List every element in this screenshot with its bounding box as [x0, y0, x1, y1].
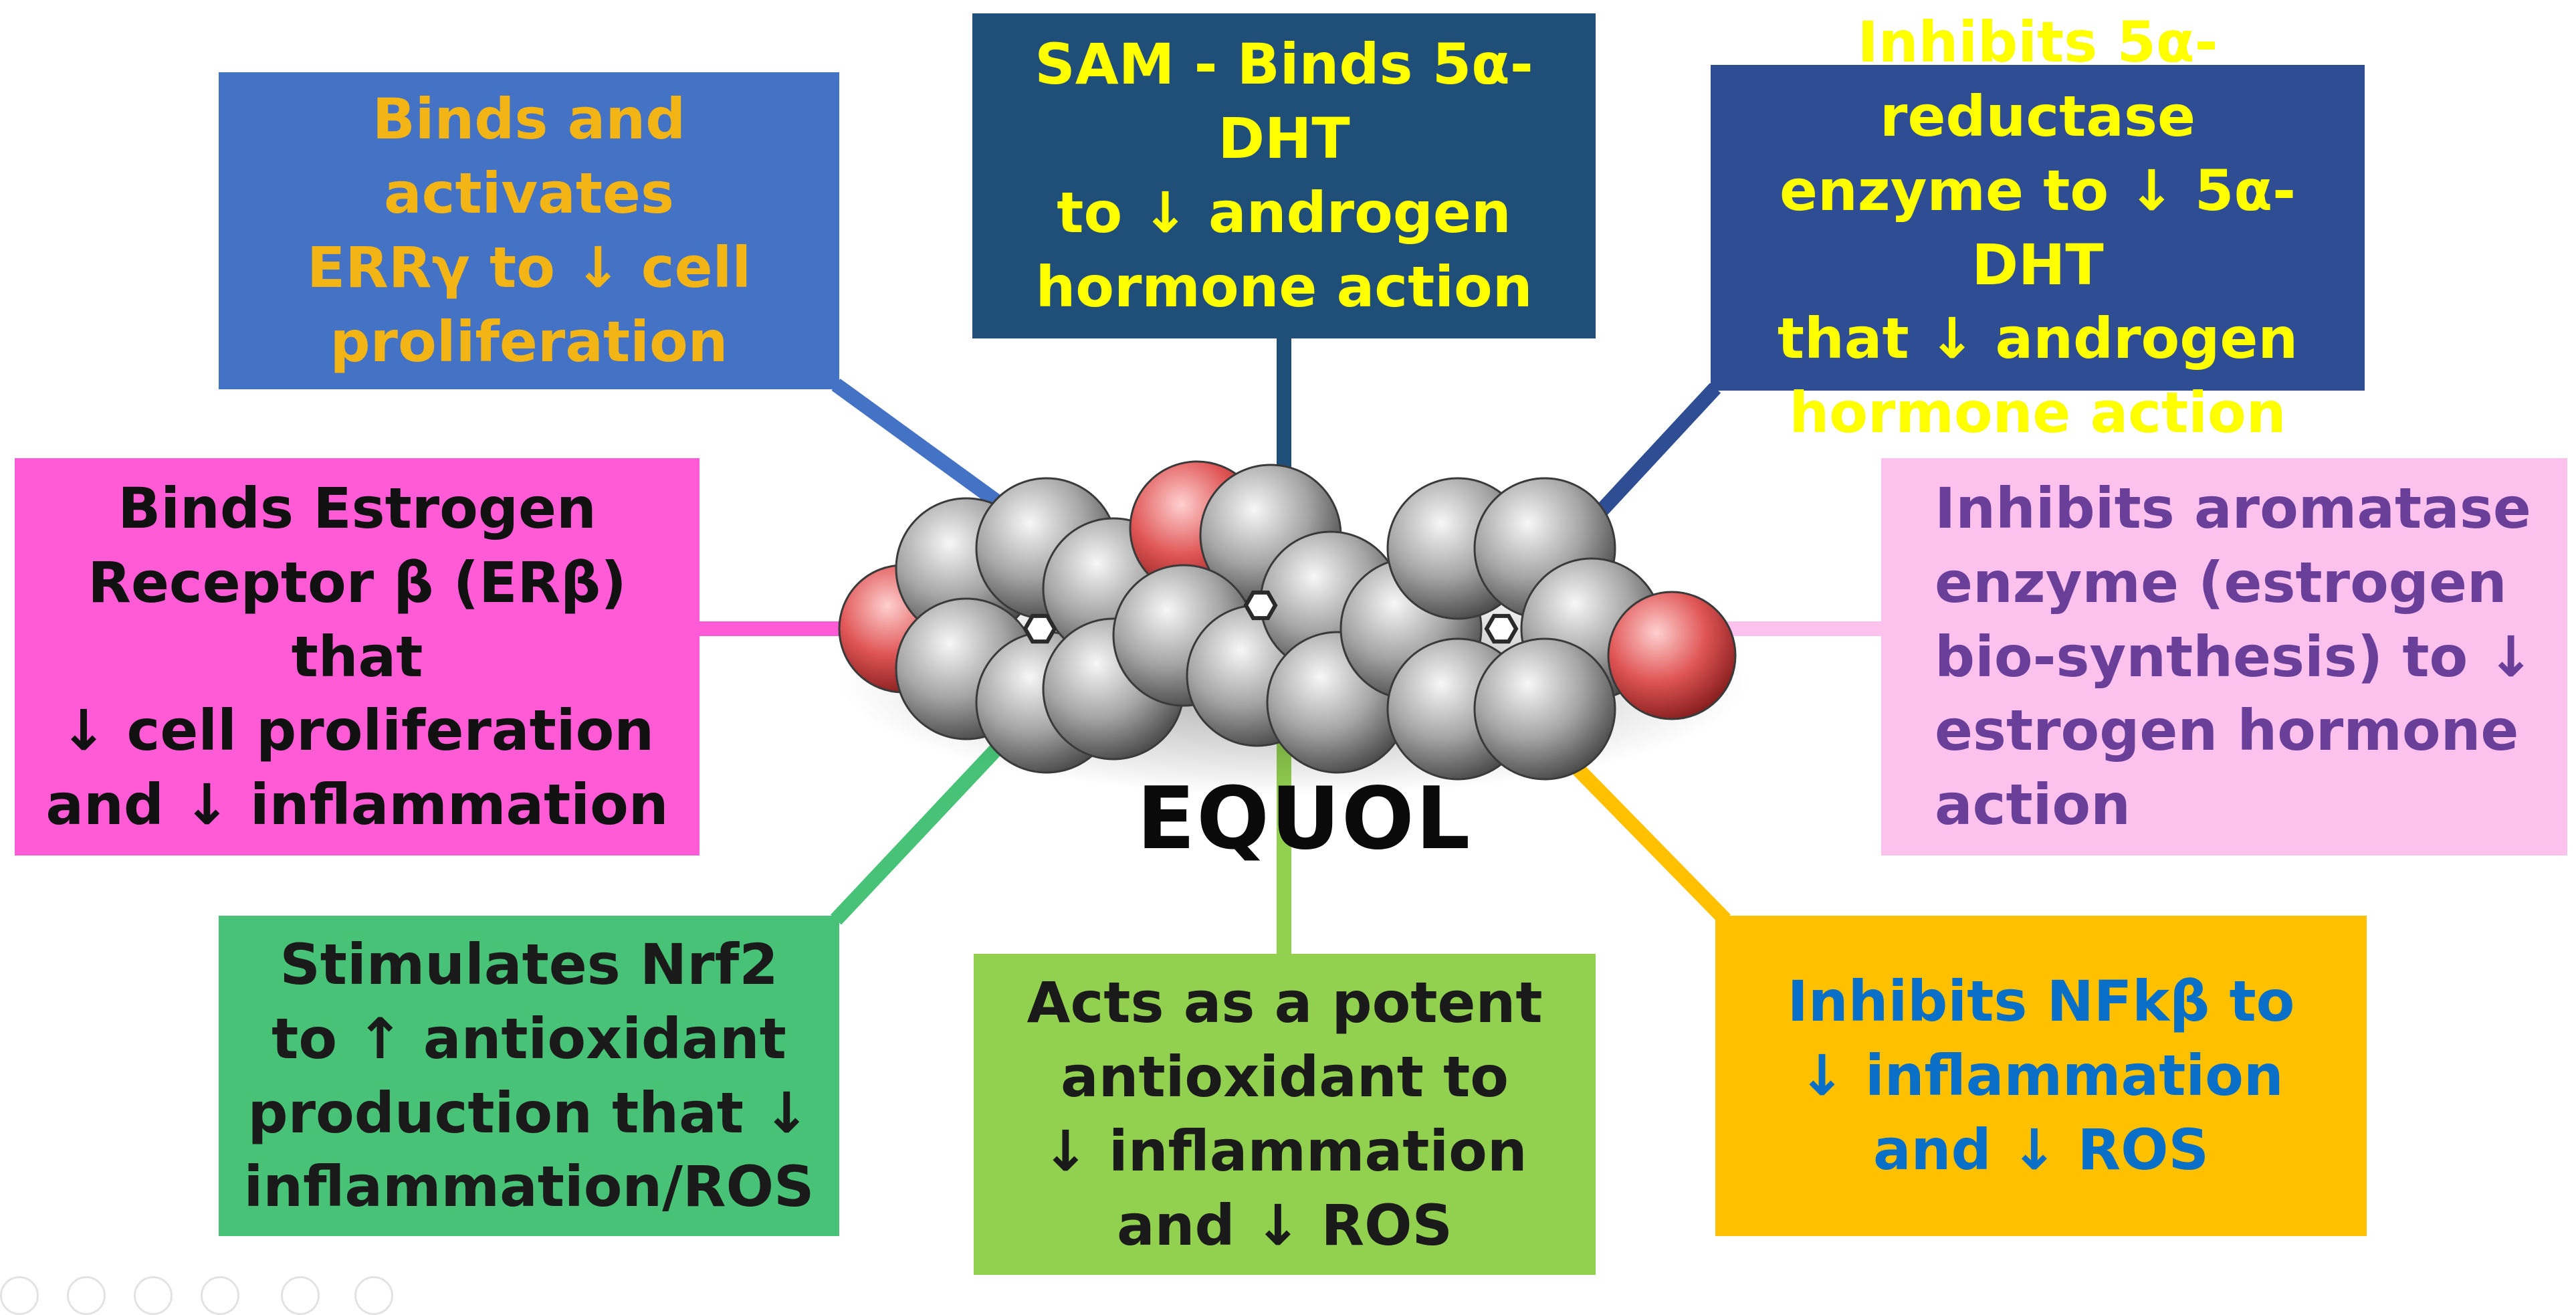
- text-nfkb: Inhibits NFkβ to ↓ inflammation and ↓ RO…: [1787, 969, 2295, 1183]
- ring-center: [1484, 613, 1519, 644]
- viewer-toolbar: [0, 1271, 415, 1315]
- equol-label: EQUOL: [1136, 769, 1472, 869]
- box-nfkb: Inhibits NFkβ to ↓ inflammation and ↓ RO…: [1715, 916, 2367, 1236]
- zoom-icon[interactable]: [0, 1276, 39, 1315]
- gallery-icon[interactable]: [67, 1276, 106, 1315]
- box-sam: SAM - Binds 5α-DHT to ↓ androgen hormone…: [972, 13, 1596, 338]
- text-reductase: Inhibits 5α-reductase enzyme to ↓ 5α-DHT…: [1777, 9, 2298, 446]
- text-antioxidant: Acts as a potent antioxidant to ↓ inflam…: [1027, 970, 1543, 1258]
- ring-center: [1243, 590, 1278, 621]
- connector-nfkb: [1566, 757, 1731, 925]
- search-icon[interactable]: [134, 1276, 173, 1315]
- comment-icon[interactable]: [201, 1276, 239, 1315]
- oxygen-atom: [1607, 591, 1737, 720]
- text-sam: SAM - Binds 5α-DHT to ↓ androgen hormone…: [1035, 31, 1533, 320]
- text-er-beta: Binds Estrogen Receptor β (ERβ) that ↓ c…: [45, 475, 669, 838]
- carbon-atom: [1473, 637, 1616, 781]
- box-reductase: Inhibits 5α-reductase enzyme to ↓ 5α-DHT…: [1711, 9, 2365, 445]
- text-nrf2: Stimulates Nrf2 to ↑ antioxidant product…: [243, 931, 815, 1220]
- box-nrf2: Stimulates Nrf2 to ↑ antioxidant product…: [219, 916, 839, 1236]
- text-aromatase: Inhibits aromatase enzyme (estrogen bio-…: [1935, 475, 2535, 838]
- more-icon[interactable]: [354, 1276, 393, 1315]
- box-er-beta: Binds Estrogen Receptor β (ERβ) that ↓ c…: [15, 458, 700, 855]
- box-err-gamma: Binds and activates ERRγ to ↓ cell proli…: [219, 72, 839, 389]
- box-aromatase: Inhibits aromatase enzyme (estrogen bio-…: [1881, 458, 2567, 855]
- share-icon[interactable]: [281, 1276, 320, 1315]
- ring-center: [1023, 613, 1057, 644]
- connector-nrf2: [830, 744, 1002, 925]
- text-err-gamma: Binds and activates ERRγ to ↓ cell proli…: [306, 86, 752, 375]
- box-antioxidant: Acts as a potent antioxidant to ↓ inflam…: [974, 954, 1596, 1275]
- connector-reductase: [1579, 383, 1721, 534]
